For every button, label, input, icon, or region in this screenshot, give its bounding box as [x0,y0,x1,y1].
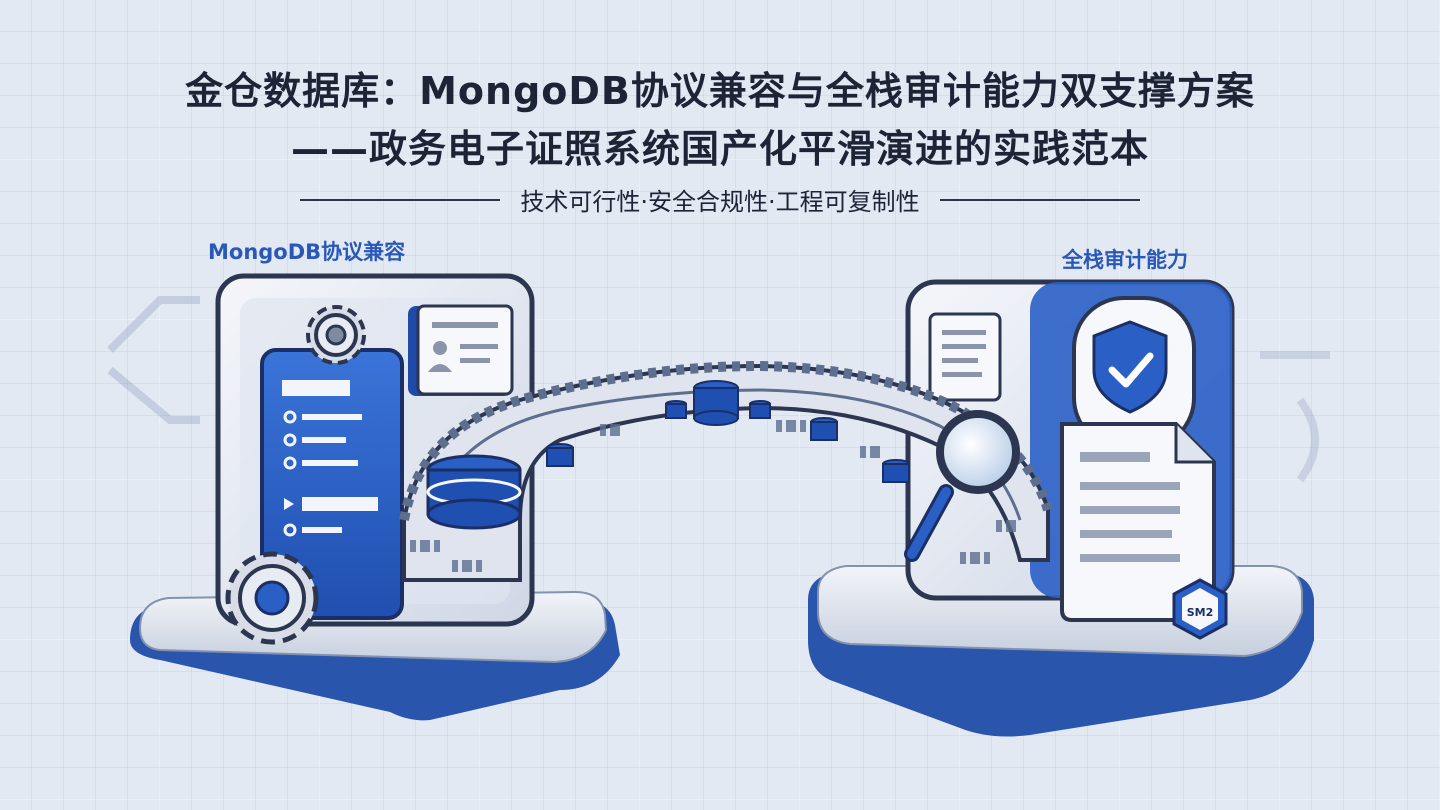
database-icon-large [426,454,522,530]
left-arrow-decoration [107,296,200,424]
gear-icon-large [225,551,319,645]
document-icon [928,312,1002,402]
magnifier-icon [904,410,1020,562]
right-arrow-decoration [1260,351,1330,483]
tagline-text: 技术可行性·安全合规性·工程可复制性 [520,188,920,216]
sm2-badge-text: SM2 [1187,606,1214,619]
tagline-divider-right [939,198,1140,201]
title-line-2: ——政务电子证照系统国产化平滑演进的实践范本 [290,127,1149,171]
id-card-icon [408,304,514,396]
title-line-1: 金仓数据库：MongoDB协议兼容与全栈审计能力双支撑方案 [185,69,1255,113]
tagline-divider-left [300,198,501,201]
right-section-label: 全栈审计能力 [1062,248,1188,272]
gear-icon [306,305,366,365]
tagline: 技术可行性·安全合规性·工程可复制性 [0,182,1440,217]
shield-check-icon [1072,296,1196,450]
database-icon-small [546,400,910,483]
binary-texture [410,420,1016,572]
api-list-panel [260,348,404,620]
sm2-badge-icon: SM2 [1172,578,1228,640]
database-icon [693,380,739,426]
report-document-icon [1060,422,1216,622]
left-section-label: MongoDB协议兼容 [208,240,406,264]
